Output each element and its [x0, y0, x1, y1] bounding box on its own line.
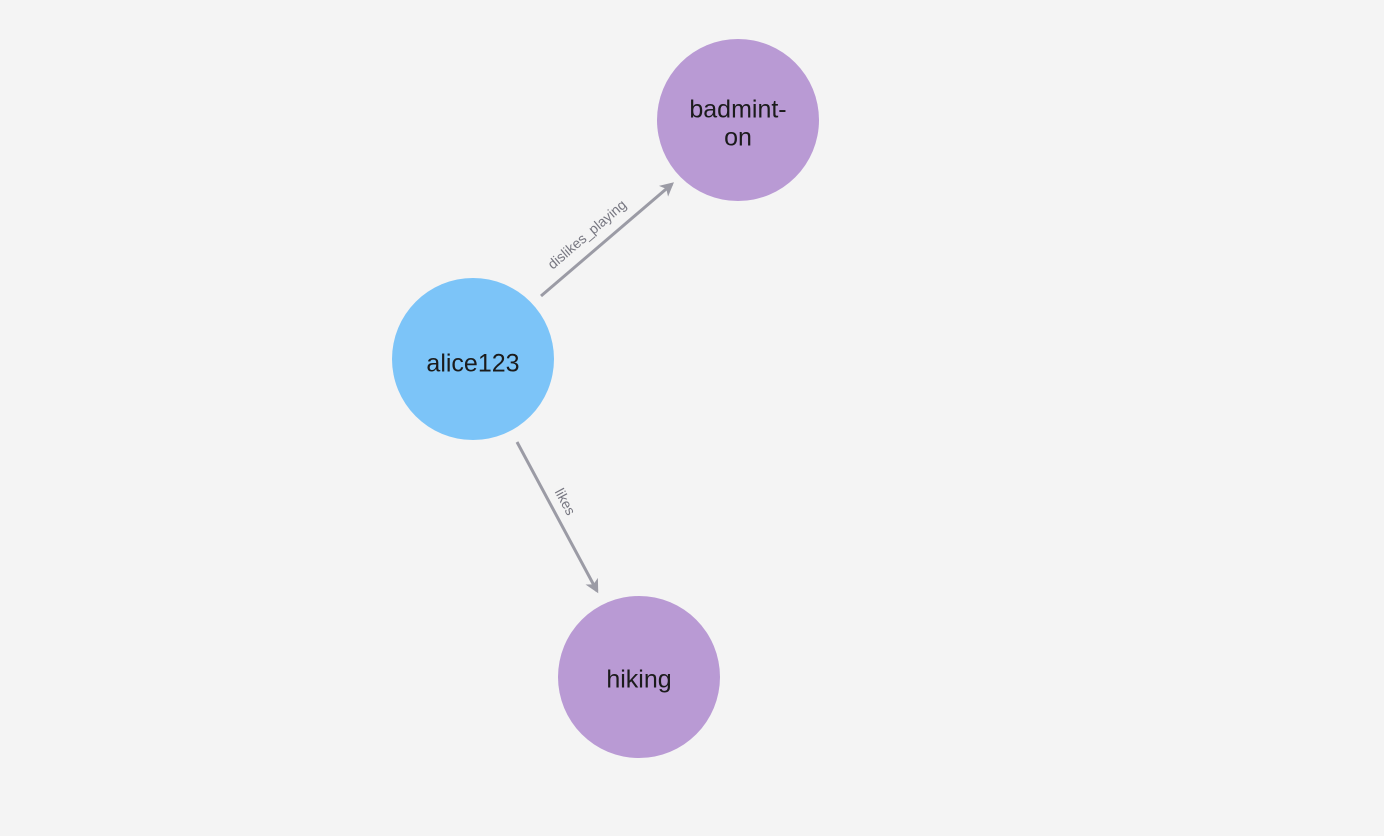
- nodes-layer: badmint- on alice123 hiking: [392, 39, 819, 758]
- node-circle-badminton[interactable]: [657, 39, 819, 201]
- node-label-hiking: hiking: [606, 666, 671, 694]
- edge-line-dislikes-playing: [540, 182, 674, 298]
- node-circle-alice123[interactable]: [392, 278, 554, 440]
- node-label-badminton-line-1: badmint-: [689, 96, 786, 124]
- node-label-alice123: alice123: [426, 350, 519, 378]
- node-circle-hiking[interactable]: [558, 596, 720, 758]
- node-badminton[interactable]: badmint- on: [657, 39, 819, 201]
- node-alice123[interactable]: alice123: [392, 278, 554, 440]
- node-hiking[interactable]: hiking: [558, 596, 720, 758]
- edge-label-dislikes-playing: dislikes_playing: [544, 196, 629, 272]
- node-label-badminton-line-2: on: [724, 124, 752, 152]
- edge-line-likes: [515, 441, 599, 594]
- edge-dislikes-playing[interactable]: dislikes_playing: [540, 182, 674, 298]
- edge-likes[interactable]: likes: [515, 441, 599, 594]
